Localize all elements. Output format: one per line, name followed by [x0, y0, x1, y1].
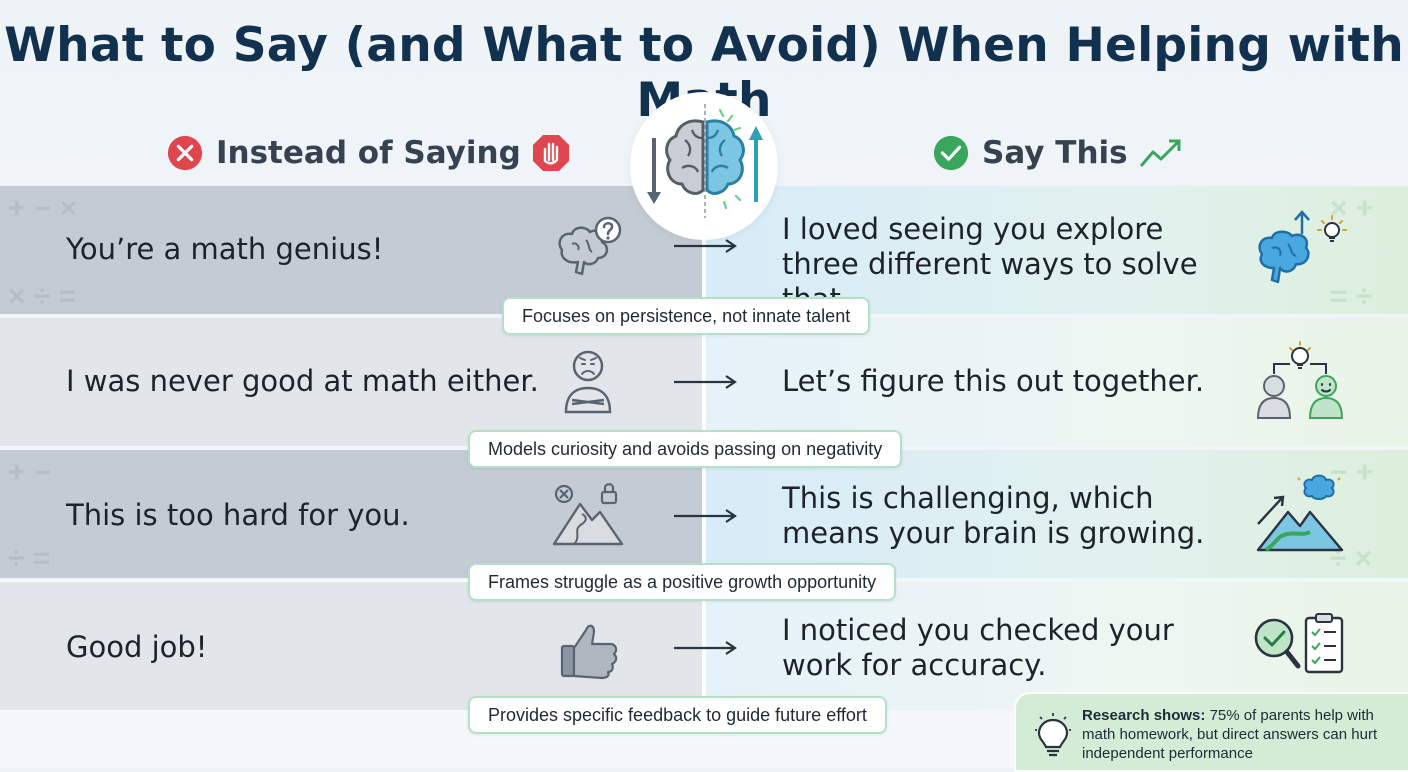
avoid-column-header: Instead of Saying [166, 130, 571, 176]
plus-symbol-decoration: × + [1330, 192, 1374, 225]
plus-symbol-decoration: + − × [8, 192, 78, 225]
check-circle-icon [933, 135, 969, 171]
say-column-label: Say This [982, 135, 1128, 171]
say-phrase: Let’s figure this out together. [782, 364, 1205, 398]
x-circle-icon [167, 135, 203, 171]
brain-question-icon [558, 216, 622, 276]
comparison-row-2 [0, 318, 1408, 446]
two-people-idea-icon [1256, 341, 1344, 419]
avoid-column-label: Instead of Saying [216, 135, 521, 171]
reason-callout: Frames struggle as a positive growth opp… [468, 563, 897, 601]
divide-symbol-decoration: = ÷ [1330, 280, 1373, 313]
reason-callout: Provides specific feedback to guide futu… [468, 696, 887, 734]
say-phrase: I loved seeing you explore three differe… [782, 212, 1198, 316]
plus-symbol-decoration: + − [8, 456, 52, 489]
stop-hand-icon [532, 135, 569, 171]
plus-symbol-decoration: − + [1330, 456, 1374, 489]
lightbulb-icon [1035, 713, 1071, 757]
say-column-header: Say This [932, 130, 1184, 176]
arrow-right-icon [674, 375, 737, 389]
avoid-phrase: I was never good at math either. [66, 364, 539, 398]
avoid-phrase: This is too hard for you. [66, 498, 410, 532]
research-note: Research shows: 75% of parents help with… [1014, 692, 1408, 772]
thumbs-up-icon [560, 624, 618, 680]
divide-symbol-decoration: ÷ = [8, 542, 51, 575]
research-text: Research shows: 75% of parents help with… [1082, 706, 1402, 763]
frowning-person-icon [564, 350, 612, 414]
research-statement: 75% of parents help with math homework, … [1082, 707, 1378, 762]
say-phrase: This is challenging, which means your br… [782, 481, 1205, 550]
times-symbol-decoration: × ÷ = [8, 280, 77, 313]
brain-growth-lightbulb-icon [1258, 210, 1347, 284]
reason-callout: Focuses on persistence, not innate talen… [502, 297, 871, 335]
arrow-right-icon [674, 509, 737, 523]
comparison-row-4 [0, 582, 1408, 710]
arrow-right-icon [674, 641, 737, 655]
avoid-phrase: Good job! [66, 630, 208, 664]
magnifier-checklist-icon [1254, 613, 1344, 674]
research-label: Research shows: [1082, 707, 1206, 724]
say-phrase: I noticed you checked your work for accu… [782, 613, 1174, 682]
arrow-right-icon [674, 239, 737, 253]
mountain-brain-icon [1256, 472, 1344, 552]
page-title: What to Say (and What to Avoid) When Hel… [4, 18, 1404, 128]
avoid-phrase: You’re a math genius! [66, 232, 384, 266]
blocked-mountain-icon [552, 483, 624, 546]
comparison-row-3 [0, 450, 1408, 578]
reason-callout: Models curiosity and avoids passing on n… [468, 430, 903, 468]
split-brain-icon [647, 104, 763, 218]
trend-up-icon [1139, 139, 1181, 167]
